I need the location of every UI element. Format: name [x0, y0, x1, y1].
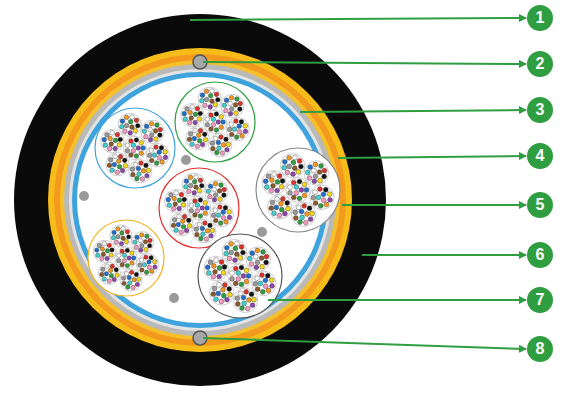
loose-tube [256, 148, 340, 232]
callout-number: 4 [527, 143, 553, 169]
callout-number: 3 [527, 97, 553, 123]
yellow-layer [48, 48, 352, 352]
callout-number: 6 [527, 242, 553, 268]
yellow-tape [60, 60, 340, 340]
callout-number: 8 [527, 336, 553, 362]
water-blocking-tape [72, 72, 328, 328]
callout-number: 1 [527, 5, 553, 31]
loose-tube [88, 220, 164, 296]
callout-number: 2 [527, 51, 553, 77]
orange-layer [54, 54, 346, 346]
inner-sheath [69, 69, 331, 331]
loose-tube [175, 82, 255, 162]
loose-tube [198, 234, 282, 318]
armour-layer [64, 64, 336, 336]
loose-tubes [88, 82, 340, 318]
loose-tube [95, 108, 175, 188]
leader-lines [190, 18, 526, 349]
core-area [77, 77, 323, 323]
callout-number: 5 [527, 192, 553, 218]
callout-number: 7 [527, 287, 553, 313]
outer-jacket [14, 14, 386, 386]
